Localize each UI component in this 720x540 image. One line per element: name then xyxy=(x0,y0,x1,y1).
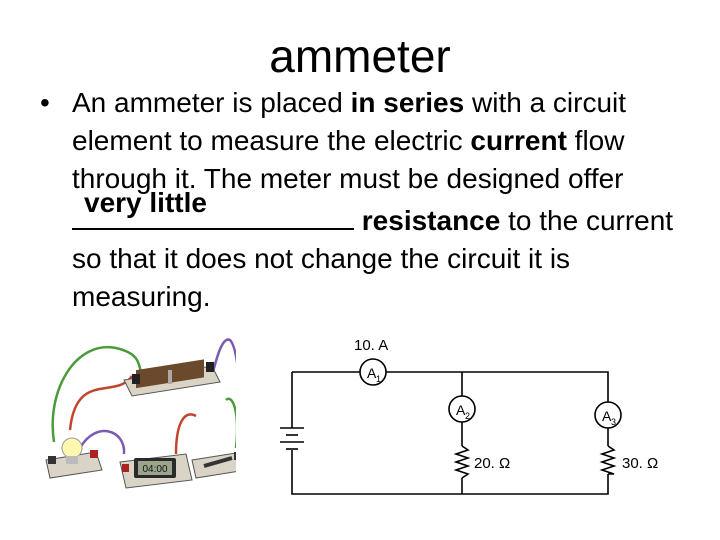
wire xyxy=(291,450,609,495)
emphasis-in-series: in series xyxy=(350,87,465,118)
text-part: flow through it. The meter must be desig… xyxy=(72,125,625,194)
red-wire xyxy=(68,375,134,431)
circuit-kit-photo: 04:00 xyxy=(45,338,236,489)
switch xyxy=(191,452,236,479)
text-part: An ammeter is placed xyxy=(72,87,351,118)
meter1-subscript: 1 xyxy=(376,374,381,384)
resistor2-value: 30. Ω xyxy=(622,455,658,472)
red-wire-2 xyxy=(174,413,197,455)
emphasis-resistance: resistance xyxy=(361,205,501,236)
ammeter-1 xyxy=(359,358,387,386)
bullet-paragraph: • An ammeter is placed in series with a … xyxy=(40,84,710,316)
resistor1-value: 20. Ω xyxy=(474,455,510,472)
emphasis-current: current xyxy=(470,125,567,156)
fill-in-blank: very little xyxy=(72,187,354,230)
ammeter-2 xyxy=(448,395,476,423)
circuit-schematic: 10. A A 1 A 2 A 3 20. Ω 30. Ω xyxy=(280,337,658,495)
ammeter-3 xyxy=(594,401,622,429)
digital-meter: 04:00 xyxy=(119,453,193,489)
meter-display: 04:00 xyxy=(142,464,167,475)
green-wire xyxy=(51,345,145,443)
bullet-marker: • xyxy=(40,87,50,118)
meter1-label: A xyxy=(367,365,377,381)
paragraph-text: An ammeter is placed in series with a ci… xyxy=(72,84,710,316)
text-part: with a circuit element to measure the el… xyxy=(72,87,627,156)
slide-title: ammeter xyxy=(269,30,451,82)
text-part: to the current so that it does not chang… xyxy=(72,205,674,312)
green-wire-2 xyxy=(225,397,236,448)
light-bulb xyxy=(45,437,103,479)
wire xyxy=(386,371,609,402)
meter2-label: A xyxy=(456,402,466,418)
meter3-subscript: 3 xyxy=(611,417,616,427)
meter1-current: 10. A xyxy=(354,337,388,354)
purple-wire-2 xyxy=(78,429,126,455)
meter2-subscript: 2 xyxy=(465,411,470,421)
purple-wire xyxy=(210,338,236,377)
meter3-label: A xyxy=(602,408,612,424)
resistor-20 xyxy=(453,445,471,479)
blank-answer: very little xyxy=(84,187,207,218)
resistor-30 xyxy=(599,445,617,475)
battery-holder xyxy=(123,359,221,397)
